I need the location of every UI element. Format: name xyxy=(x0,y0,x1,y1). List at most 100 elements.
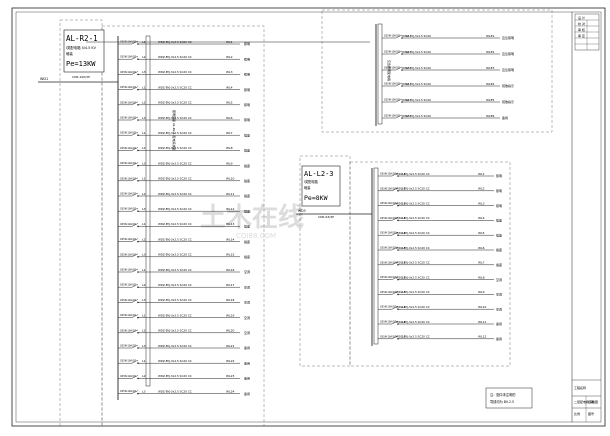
p1-spec1: Ⅰ类配电箱 4/4.5 KV xyxy=(66,45,97,50)
feeder-id: WL13 xyxy=(226,222,235,226)
breaker-contact xyxy=(395,82,403,87)
feeder-phase: L1 xyxy=(142,85,146,89)
breaker-dot xyxy=(137,332,139,334)
feeder-cable: WDZ-BYJ-3x2.5 SC20 CC xyxy=(396,172,430,176)
legend-line-2: 导线均为 BV-2.5 xyxy=(490,399,514,404)
breaker-contact xyxy=(131,238,139,242)
breaker-dot xyxy=(137,377,139,380)
date-label: 日期 xyxy=(588,399,594,404)
feeder-breaker: C65N-10A/1P xyxy=(120,132,136,135)
feeder-phase: L2 xyxy=(402,231,406,235)
breaker-dot xyxy=(137,225,139,228)
breaker-contact xyxy=(131,375,139,379)
feeder-id: WL7 xyxy=(478,261,485,265)
feeder-load: 插座 xyxy=(244,163,250,168)
feeder-id: WL20 xyxy=(226,329,235,333)
feeder-cable: WDZ-BYJ-3x2.5 SC20 CC xyxy=(158,329,192,333)
feeder-cable: WDZ-BYJ-3x2.5 SC20 xyxy=(402,114,431,118)
scale-label: 比例 xyxy=(574,411,580,416)
breaker-dot xyxy=(137,210,139,212)
feeder-breaker: C65N-10A/1P xyxy=(384,83,400,86)
feeder-breaker: C65N-10A/1P xyxy=(380,335,396,338)
feeder-phase: L3 xyxy=(142,253,146,257)
title-row-2: 校 对 xyxy=(578,21,585,26)
breaker-dot xyxy=(397,338,399,340)
feeder-phase: L3 xyxy=(406,66,410,70)
feeder-id: WL1 xyxy=(478,172,485,176)
breaker-dot xyxy=(397,278,399,281)
feeder-phase: L2 xyxy=(142,374,146,378)
breaker-dot xyxy=(137,255,139,258)
feeder-cable: WDZ-BYJ-3x2.5 SC20 CC xyxy=(158,101,192,105)
breaker-contact xyxy=(131,359,139,364)
breaker-contact xyxy=(391,246,399,251)
feeder-phase: L1 xyxy=(142,131,146,135)
drawing-title: 二层配电箱系统图 xyxy=(574,399,598,404)
feeder-cable: WDZ-BYJ-3x2.5 SC20 CC xyxy=(158,85,192,89)
feeder-load: 照明 xyxy=(496,189,502,193)
legend-box: 注：图中未注明的 导线均为 BV-2.5 xyxy=(485,387,533,409)
feeder-breaker: C65N-10A/1P xyxy=(120,117,136,120)
feeder-load: 插座 xyxy=(244,224,250,229)
breaker-dot xyxy=(137,316,139,319)
title-row-3: 审 核 xyxy=(578,27,585,32)
p3-feeder-enclosure xyxy=(349,161,511,367)
feeder-id: WL10 xyxy=(226,177,235,181)
feeder-id: WL2 xyxy=(226,55,233,59)
feeder-load: 照明 xyxy=(244,118,250,122)
feeder-cable: WDZ-BYJ-3x2.5 SC20 CC xyxy=(396,246,430,250)
feeder-id: WL14 xyxy=(226,237,235,241)
feeder-load: 插座 xyxy=(244,239,250,244)
feeder-id: WL22 xyxy=(226,359,235,363)
feeder-load: 空调 xyxy=(496,277,502,282)
feeder-breaker: C65N-10A/1P xyxy=(120,299,136,302)
p3-name: AL-L2-3 xyxy=(304,170,334,178)
feeder-id: WL4 xyxy=(478,216,485,220)
feeder-phase: L2 xyxy=(402,320,406,324)
feeder-id: WL6 xyxy=(226,116,233,120)
p1-name: AL-R2-1 xyxy=(66,34,98,43)
feeder-cable: WDZ-BYJ-3x2.5 SC20 CC xyxy=(158,131,192,135)
p3-bus-box xyxy=(373,167,379,345)
title-row-1: 设 计 xyxy=(578,15,585,20)
feeder-breaker: C65N-10A/1P xyxy=(384,35,400,38)
feeder-cable: WDZ-BYJ-3x2.5 SC20 CC xyxy=(158,222,192,226)
feeder-phase: L3 xyxy=(142,161,146,165)
feeder-phase: L3 xyxy=(142,298,146,302)
p3-main-breaker: CDR-63/3P xyxy=(318,215,334,219)
feeder-cable: WDZ-BYJ-3x2.5 SC20 CC xyxy=(396,335,430,339)
feeder-load: 空调 xyxy=(496,292,502,297)
feeder-phase: L3 xyxy=(406,114,410,118)
feeder-load: 备用 xyxy=(244,391,250,396)
breaker-contact xyxy=(391,276,399,280)
breaker-dot xyxy=(137,347,139,349)
feeder-id: WL12 xyxy=(478,335,487,339)
feeder-load: 照明 xyxy=(496,204,502,208)
feeder-breaker: C65N-10A/1P xyxy=(120,193,136,196)
feeder-phase: L3 xyxy=(142,344,146,348)
feeder-breaker: C65N-10A/1P xyxy=(380,306,396,309)
breaker-contact xyxy=(395,66,403,71)
breaker-contact xyxy=(131,314,139,318)
feeder-breaker: C65N-10A/1P xyxy=(380,187,396,190)
p1-bus-label: 照明回路 AL-R2-1 配电系统图 xyxy=(172,110,177,151)
breaker-dot xyxy=(397,190,399,192)
breaker-dot xyxy=(137,271,139,273)
breaker-contact xyxy=(131,147,139,151)
breaker-contact xyxy=(131,116,139,121)
feeder-id: WL9 xyxy=(478,290,485,294)
feeder-breaker: C65N-10A/1P xyxy=(384,99,400,102)
feeder-id: WL5 xyxy=(478,231,485,235)
breaker-contact xyxy=(131,253,139,258)
feeder-id: WL5 xyxy=(226,101,233,105)
feeder-breaker: C65N-10A/1P xyxy=(120,345,136,348)
feeder-id: WL3 xyxy=(226,70,233,74)
feeder-load: 备用 xyxy=(244,345,250,350)
feeder-phase: L2 xyxy=(142,101,146,105)
